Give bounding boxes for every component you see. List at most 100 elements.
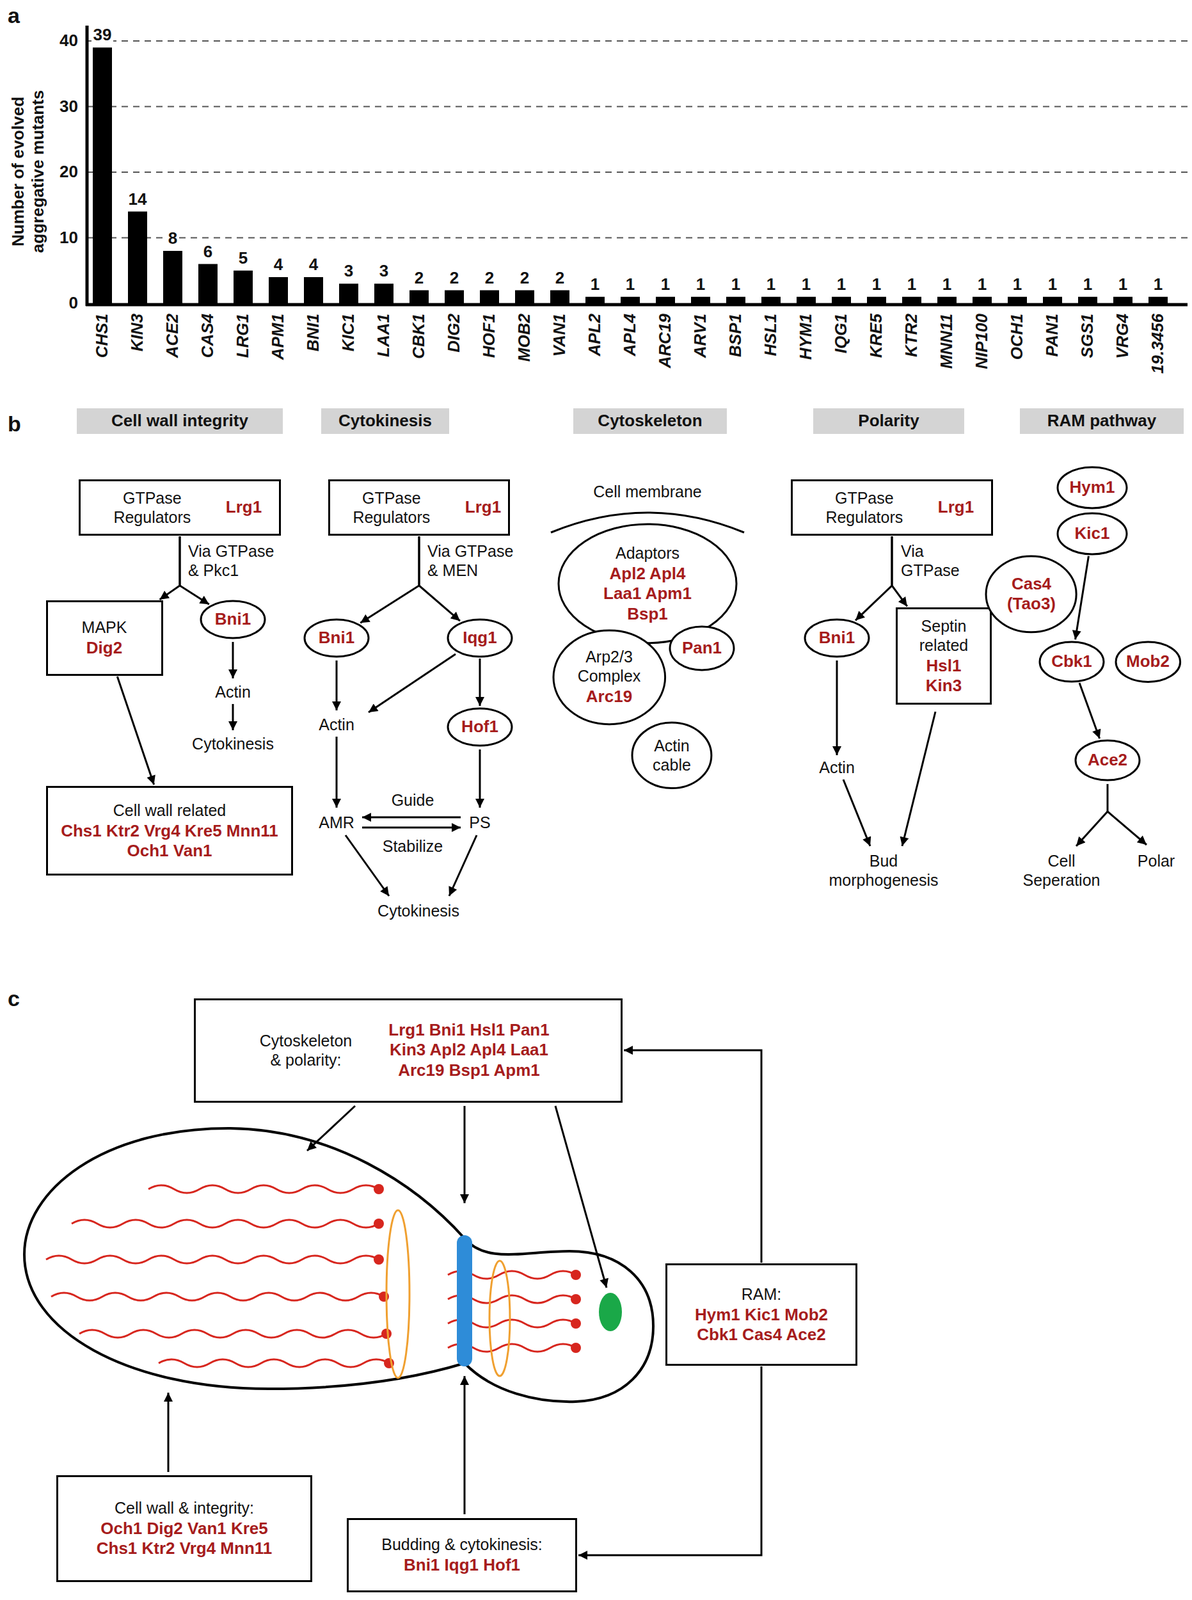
flow-arrow — [1107, 811, 1147, 845]
gene-names: Pan1 — [682, 637, 722, 658]
protein-ellipse: Mob2 — [1114, 640, 1182, 683]
gene-name: APL2 — [585, 313, 605, 356]
bar-value: 1 — [694, 275, 708, 295]
bar — [127, 211, 148, 304]
edge-label: Via GTPase — [900, 541, 965, 580]
bar-value: 2 — [553, 268, 567, 288]
bar-value: 39 — [91, 25, 114, 45]
pathway-label: Cell Seperation — [1013, 850, 1110, 890]
pointer-arrow — [463, 1375, 466, 1514]
axis-tick-label: 0 — [69, 293, 79, 313]
connector-arrow — [479, 658, 482, 706]
bar — [937, 296, 957, 304]
node-label: Cytoskeleton — [597, 410, 702, 431]
node-content: Septin relatedHsl1 Kin3 — [908, 616, 979, 696]
node-content: Pan1 — [682, 637, 722, 658]
protein-ellipse: Iqg1 — [446, 618, 514, 658]
bar — [691, 296, 711, 304]
pointer-arrow — [307, 1105, 356, 1151]
ellipse-outline — [804, 619, 869, 657]
grid-line — [87, 171, 1188, 173]
node-label: GTPase Regulators — [97, 488, 207, 527]
actomyosin-ring — [456, 1234, 473, 1367]
node-content: Cytokinesis — [338, 410, 432, 431]
gene-names: Bni1 — [318, 627, 355, 648]
node-label: RAM: — [741, 1284, 782, 1304]
axis-tick-label: 30 — [59, 96, 79, 117]
protein-ellipse: Hof1 — [446, 707, 514, 747]
gene-name: LRG1 — [233, 313, 253, 358]
bar — [1042, 296, 1063, 304]
bar-value: 2 — [447, 268, 461, 288]
panel-letter: a — [7, 2, 20, 29]
node-label: Septin related — [908, 616, 979, 655]
gene-names: Lrg1 — [225, 497, 262, 517]
node-content: Actin cable — [646, 735, 698, 775]
bar — [515, 290, 535, 304]
bar-value: 1 — [975, 275, 989, 295]
node-content: Bni1 — [214, 609, 251, 629]
process-box: GTPase Regulators Lrg1 — [78, 479, 281, 536]
ellipse-outline — [669, 626, 734, 670]
protein-ellipse: AdaptorsApl2 Apl4 Laa1 Apm1 Bsp1 — [557, 522, 738, 645]
bar-value: 1 — [1116, 275, 1130, 295]
connector-arrow — [623, 1049, 762, 1263]
bar — [1078, 296, 1098, 304]
formin-dot — [373, 1218, 384, 1229]
node-content: Polarity — [858, 410, 919, 431]
flow-arrow — [479, 749, 482, 808]
gene-name: CHS1 — [92, 313, 112, 358]
bar-value: 5 — [236, 248, 250, 269]
bar — [902, 296, 922, 304]
formin-dot — [570, 1293, 581, 1304]
bar — [1113, 296, 1133, 304]
bar-value: 1 — [1010, 275, 1024, 295]
protein-ellipse: Bni1 — [803, 618, 871, 658]
axis-tick-label: 40 — [59, 30, 79, 51]
flow-arrow — [843, 779, 871, 846]
formin-dot — [378, 1291, 390, 1302]
connector-arrow — [855, 536, 892, 620]
bar-value: 1 — [659, 275, 672, 295]
gene-name: 19.3456 — [1148, 313, 1168, 374]
process-box: Cell wall relatedChs1 Ktr2 Vrg4 Kre5 Mnn… — [46, 785, 294, 876]
process-box: GTPase RegulatorsLrg1 — [328, 479, 510, 536]
node-label: Cytokinesis — [338, 410, 432, 431]
gene-name: MOB2 — [515, 313, 535, 362]
process-box: Cell wall & integrity:Och1 Dig2 Van1 Kre… — [56, 1474, 313, 1582]
gene-names: Hym1 Kic1 Mob2 Cbk1 Cas4 Ace2 — [678, 1304, 845, 1345]
bar-value: 1 — [1151, 275, 1165, 295]
protein-ellipse: Cbk1 — [1038, 640, 1105, 683]
node-label: Cell wall & integrity: — [114, 1497, 255, 1518]
ellipse-outline — [304, 619, 369, 657]
actin-cable — [46, 1255, 379, 1264]
ellipse-outline — [1039, 641, 1104, 682]
node-content: Arp2/3 ComplexArc19 — [573, 646, 645, 707]
node-label: Cell wall related — [113, 800, 226, 820]
gene-names: Apl2 Apl4 Laa1 Apm1 Bsp1 — [593, 563, 702, 624]
ellipse-outline — [557, 522, 738, 645]
flow-arrow — [335, 660, 338, 711]
actin-cable — [148, 1184, 379, 1193]
node-content: RAM pathway — [1047, 410, 1157, 431]
gene-names: Cbk1 — [1051, 651, 1093, 672]
bar — [198, 264, 218, 304]
pathway-label: Actin — [318, 714, 355, 734]
formin-dot — [570, 1269, 581, 1280]
bar — [233, 270, 253, 304]
gene-names: Ace2 — [1087, 749, 1128, 770]
stabilize-arrow — [362, 826, 461, 829]
node-content: Cas4 (Tao3) — [999, 573, 1064, 614]
bar-value: 4 — [307, 255, 320, 275]
gene-name: APL4 — [620, 313, 640, 356]
bar — [972, 296, 992, 304]
bar-value: 14 — [126, 190, 150, 210]
x-axis — [85, 303, 1188, 307]
gene-names: Lrg1 — [465, 497, 501, 517]
gene-names: Chs1 Ktr2 Vrg4 Kre5 Mnn11 Och1 Van1 — [60, 820, 279, 861]
flow-line — [1106, 783, 1109, 812]
bar — [761, 296, 781, 304]
bar — [339, 283, 359, 304]
process-box: RAM:Hym1 Kic1 Mob2 Cbk1 Cas4 Ace2 — [665, 1263, 858, 1366]
